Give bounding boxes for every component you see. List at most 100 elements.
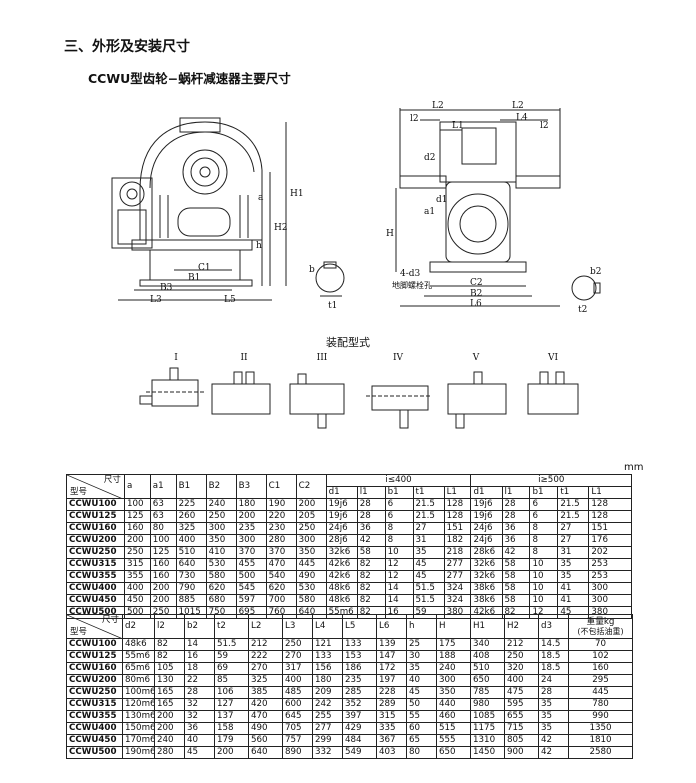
table-cell: 10 [384, 546, 414, 559]
table-cell: 730 [175, 570, 207, 583]
dim-l2-left-label: L2 [432, 101, 444, 111]
table1-header-c2: C2 [295, 474, 327, 499]
table-cell: 540 [265, 570, 297, 583]
table-cell: 12 [384, 570, 414, 583]
table1-group-ratio-high: i≥500 [470, 474, 632, 487]
table-cell: 24j6 [470, 522, 503, 535]
table1-header-c1: C1 [265, 474, 297, 499]
table-cell: 1810 [568, 734, 633, 747]
model-cell: CCWU160 [66, 662, 123, 675]
table-cell: 21.5 [412, 498, 445, 511]
mounting-types: I II III IV V VI [139, 353, 579, 429]
table-cell: 156 [312, 662, 343, 675]
mount-type-2-label: II [240, 353, 248, 363]
table-cell: 160 [568, 662, 633, 675]
table1-group-ratio-low: i≤400 [325, 474, 472, 487]
key-b-label: b [309, 265, 315, 275]
table-cell: 82 [356, 558, 386, 571]
table-cell: 21.5 [557, 510, 590, 523]
table-cell: 300 [588, 582, 632, 595]
table-cell: 490 [248, 722, 283, 735]
table-cell: 41 [557, 594, 590, 607]
table-cell: 36 [184, 722, 215, 735]
table-cell: 8 [529, 522, 559, 535]
table-cell: 655 [504, 710, 539, 723]
mount-type-2-figure [211, 371, 271, 415]
table-cell: 200 [295, 498, 327, 511]
table1-subheader: L1 [443, 486, 472, 499]
table-cell: 980 [470, 698, 505, 711]
table-cell: 28 [501, 498, 531, 511]
table-cell: 355 [123, 570, 151, 583]
table-cell: 27 [557, 534, 590, 547]
table-cell: 1450 [470, 746, 505, 759]
table-cell: 38k6 [470, 582, 503, 595]
table-cell: 18.5 [538, 662, 569, 675]
table-cell: 410 [205, 546, 237, 559]
table-cell: 200 [123, 534, 151, 547]
table-cell: 32 [184, 698, 215, 711]
table-cell: 180 [312, 674, 343, 687]
table-cell: 202 [588, 546, 632, 559]
table-cell: 370 [265, 546, 297, 559]
table-cell: 158 [214, 722, 249, 735]
table-cell: 35 [538, 722, 569, 735]
table-cell: 175 [436, 638, 471, 651]
table-cell: 82 [356, 594, 386, 607]
table1-subheader: b1 [384, 486, 414, 499]
table-cell: 10 [529, 570, 559, 583]
table-cell: 450 [123, 594, 151, 607]
table-cell: 325 [248, 674, 283, 687]
table-cell: 35 [538, 698, 569, 711]
mount-type-5-label: V [472, 353, 480, 363]
table-cell: 51.5 [412, 582, 445, 595]
table1-subheader: t1 [412, 486, 445, 499]
table-cell: 240 [205, 498, 237, 511]
dim-d2-label: d2 [424, 153, 436, 163]
table-cell: 50 [406, 698, 437, 711]
table-cell: 106 [214, 686, 249, 699]
model-cell: CCWU400 [66, 582, 125, 595]
table-cell: 27 [412, 522, 445, 535]
mount-type-1-figure [139, 367, 206, 407]
table-cell: 460 [436, 710, 471, 723]
dim-h-label: h [256, 241, 262, 251]
table-cell: 225 [175, 498, 207, 511]
table-cell: 45 [412, 558, 445, 571]
table-cell: 289 [376, 698, 407, 711]
table-cell: 595 [504, 698, 539, 711]
table-cell: 597 [235, 594, 267, 607]
table-cell: 250 [295, 522, 327, 535]
table-cell: 445 [568, 686, 633, 699]
table-cell: 260 [175, 510, 207, 523]
model-cell: CCWU125 [66, 510, 125, 523]
table-cell: 182 [443, 534, 472, 547]
mount-type-6-figure [527, 371, 579, 415]
table-cell: 19j6 [325, 510, 358, 523]
mount-type-3-label: III [317, 353, 328, 363]
weight-header-line1: 重量kg [586, 616, 615, 627]
table-cell: 139 [376, 638, 407, 651]
table-cell: 228 [376, 686, 407, 699]
table-cell: 45 [412, 570, 445, 583]
dim-l6-label: L6 [470, 299, 482, 309]
table-cell: 400 [123, 582, 151, 595]
dim-d3-label: 4-d3 [400, 269, 421, 279]
table-cell: 160 [149, 570, 177, 583]
table-cell: 315 [376, 710, 407, 723]
table-cell: 367 [376, 734, 407, 747]
table-cell: 6 [529, 498, 559, 511]
table-cell: 121 [312, 638, 343, 651]
key-t2-label: t2 [578, 305, 587, 315]
table2-header: L6 [376, 614, 407, 639]
table-cell: 42 [356, 534, 386, 547]
table-cell: 212 [248, 638, 283, 651]
